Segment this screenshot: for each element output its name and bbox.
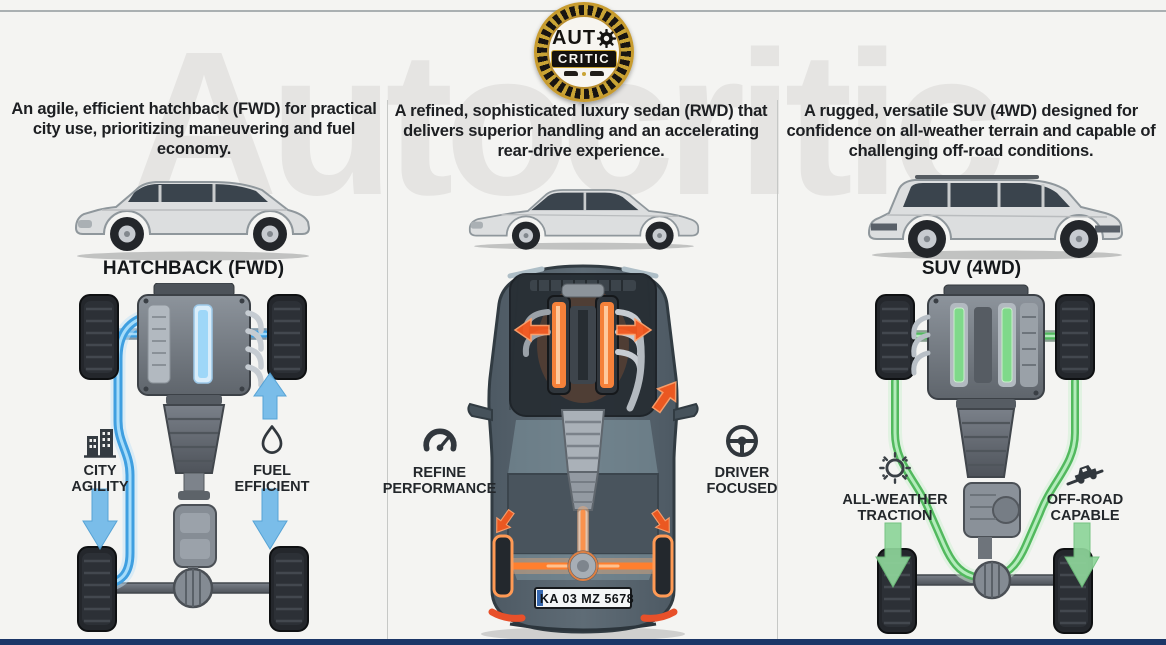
efficiency-down-arrow-icon (252, 488, 288, 550)
bottom-accent-bar (0, 639, 1166, 645)
suv-label: SUV (4WD) (921, 258, 1022, 279)
feature-fuel-efficient: FUEL EFFICIENT (222, 421, 322, 495)
awd-engine (911, 284, 1045, 409)
logo-brand-ribbon: CRITIC (550, 50, 618, 68)
awd-rear-differential (972, 560, 1012, 600)
sedan-transmission (560, 409, 606, 511)
suv-column: A rugged, versatile SUV (4WD) designed f… (777, 0, 1166, 645)
suv-description: A rugged, versatile SUV (4WD) designed f… (786, 102, 1156, 161)
sedan-topview-chassis-diagram: KA 03 MZ 5678 (467, 264, 699, 641)
column-divider-left (387, 100, 388, 640)
city-buildings-icon (84, 429, 116, 458)
feature-offroad-capable: OFF-ROAD CAPABLE (1030, 448, 1140, 524)
column-divider-right (777, 100, 778, 640)
water-drop-icon (261, 425, 283, 454)
sedan-description: A refined, sophisticated luxury sedan (R… (394, 102, 768, 161)
fwd-transmission (162, 404, 226, 500)
logo-car-silhouettes (564, 71, 604, 76)
license-plate: KA 03 MZ 5678 (534, 587, 634, 609)
fuel-up-arrow-icon (253, 372, 287, 420)
agility-down-arrow-icon (82, 488, 118, 550)
torque-arrows (496, 317, 677, 534)
hatchback-side-illustration (74, 181, 311, 261)
awd-transmission (956, 408, 1016, 478)
fwd-drivetrain-diagram (76, 283, 310, 633)
sedan-engine-bay (509, 273, 657, 417)
suv-side-illustration (867, 175, 1124, 260)
sedan-side-illustration (468, 189, 700, 250)
feature-city-agility: CITY AGILITY (50, 421, 150, 495)
logo-brand-top: AUT (551, 27, 597, 49)
fwd-engine (137, 283, 264, 405)
all-weather-sun-icon (879, 452, 911, 484)
offroad-vehicle-icon (1066, 464, 1104, 486)
offroad-down-arrow-icon (1064, 522, 1100, 589)
awd-drivetrain-diagram (874, 284, 1100, 635)
gear-icon (597, 28, 617, 48)
awd-transfer-case (963, 482, 1021, 559)
sedan-column: A refined, sophisticated luxury sedan (R… (383, 0, 777, 645)
fwd-rear-differential (172, 567, 214, 609)
steering-wheel-icon (726, 425, 758, 457)
hatchback-column: An agile, efficient hatchback (FWD) for … (0, 0, 387, 645)
feature-refine-performance: REFINE PERFORMANCE (383, 423, 496, 497)
feature-driver-focused: DRIVER FOCUSED (692, 421, 792, 497)
sedan-rear-axle (492, 534, 674, 598)
traction-down-arrow-icon (875, 522, 911, 589)
feature-all-weather-traction: ALL-WEATHER TRACTION (840, 448, 950, 524)
hatchback-label: HATCHBACK (FWD) (102, 258, 285, 279)
hatchback-description: An agile, efficient hatchback (FWD) for … (11, 100, 377, 159)
auto-critic-logo: AUT (534, 2, 634, 102)
license-plate-text: KA 03 MZ 5678 (540, 592, 634, 606)
speed-gauge-icon (422, 428, 457, 452)
